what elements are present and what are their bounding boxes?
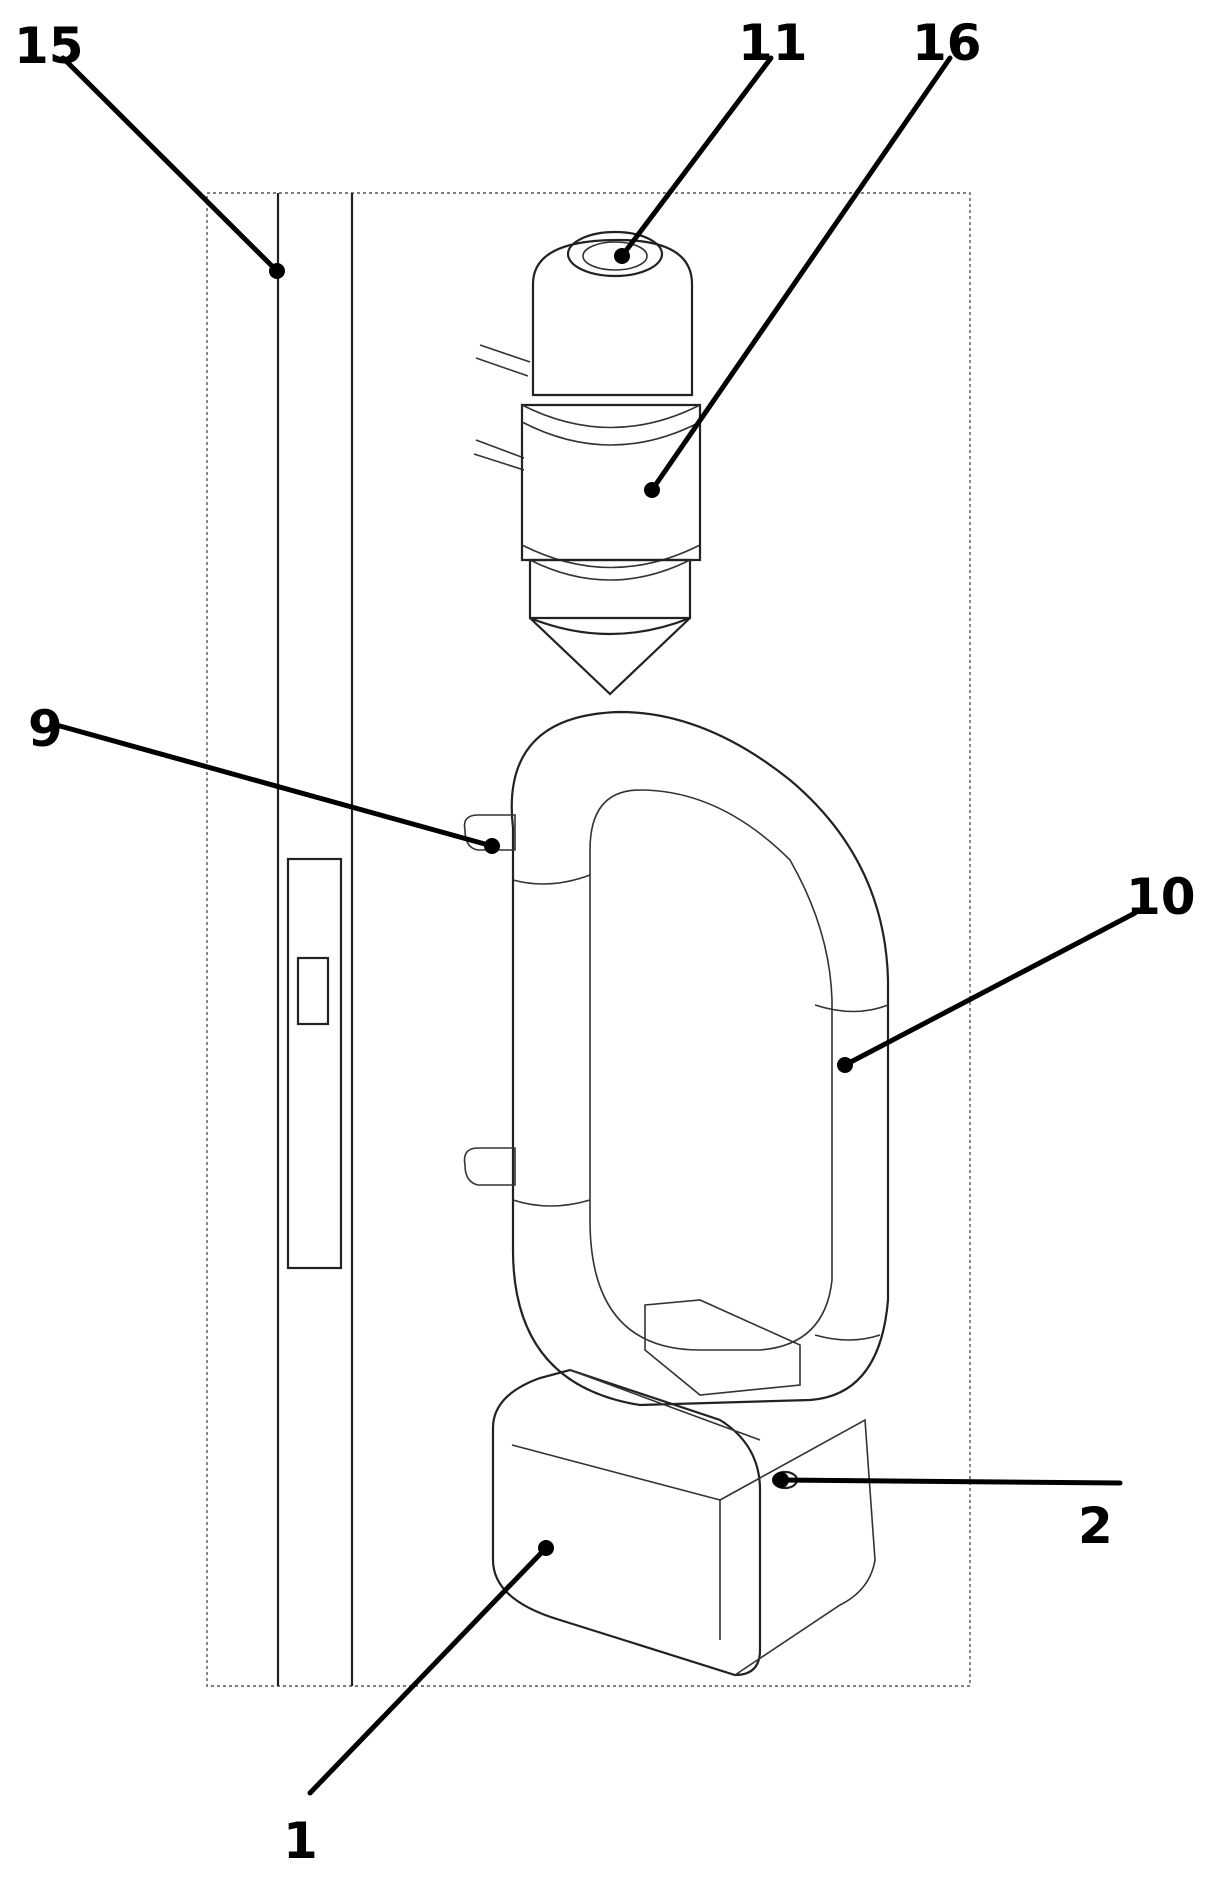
leader-dots	[269, 248, 853, 1556]
leader-lines	[57, 55, 1138, 1796]
oval-handle	[463, 710, 890, 1407]
probe-assembly	[473, 230, 702, 696]
base-block	[491, 1368, 876, 1677]
label-11: 11	[738, 14, 808, 72]
panel-frame	[206, 192, 971, 1687]
label-16: 16	[912, 14, 982, 72]
label-15: 15	[14, 17, 84, 75]
label-9: 9	[28, 700, 63, 758]
label-2: 2	[1078, 1497, 1113, 1555]
panel-plate	[286, 857, 343, 1270]
label-1: 1	[283, 1812, 318, 1870]
label-10: 10	[1126, 868, 1196, 926]
